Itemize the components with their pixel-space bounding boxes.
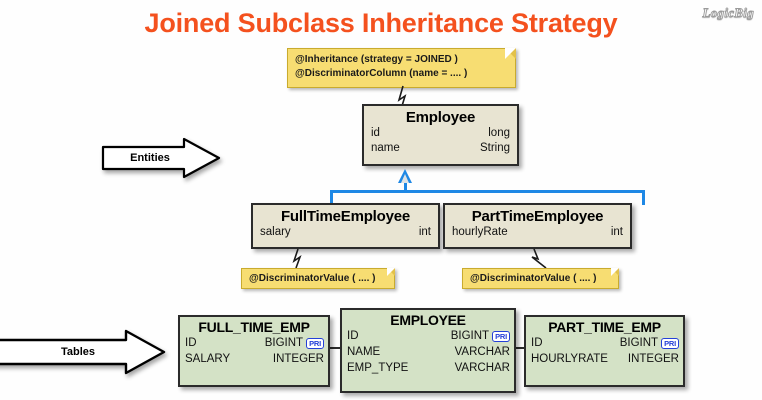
table-connector-left: [328, 347, 342, 349]
annotation-discriminator-value: @DiscriminatorValue ( .... ): [249, 273, 376, 284]
field-type: long: [488, 127, 510, 139]
column-name: ID: [185, 337, 197, 349]
page-title: Joined Subclass Inheritance Strategy: [144, 8, 618, 38]
column-type: BIGINT: [264, 337, 304, 349]
note-inheritance-annotation: @Inheritance (strategy = JOINED ) @Discr…: [287, 48, 516, 88]
field-name: salary: [260, 226, 291, 238]
block-arrow-tables: Tables: [0, 328, 168, 376]
column-name: ID: [531, 337, 543, 349]
table-box-part-time-emp[interactable]: PART_TIME_EMP ID BIGINT PRI HOURLYRATE I…: [524, 315, 685, 387]
entity-name: Employee: [405, 109, 476, 126]
entity-field-row: name String: [364, 141, 517, 156]
entity-box-parttimeemployee[interactable]: PartTimeEmployee hourlyRate int: [443, 203, 632, 249]
note-fold-cut-icon: [611, 268, 619, 276]
entity-name: PartTimeEmployee: [471, 208, 604, 225]
entity-field-row: salary int: [253, 225, 438, 240]
table-name: FULL_TIME_EMP: [198, 319, 310, 335]
note-leader-line-employee: [397, 85, 407, 107]
primary-key-badge: PRI: [306, 337, 324, 349]
table-name: EMPLOYEE: [390, 312, 466, 328]
field-name: id: [371, 127, 380, 139]
table-row: HOURLYRATE INTEGER: [526, 351, 683, 367]
table-name: PART_TIME_EMP: [548, 319, 661, 335]
primary-key-badge: PRI: [492, 330, 510, 342]
entity-box-employee[interactable]: Employee id long name String: [362, 104, 519, 166]
column-type: INTEGER: [627, 353, 679, 365]
inheritance-connector-stem: [404, 183, 407, 192]
note-fold-cut-icon: [505, 48, 516, 59]
column-type: BIGINT: [619, 337, 659, 349]
inheritance-connector-bar: [330, 190, 645, 193]
arrow-shape-icon: [0, 329, 166, 375]
entity-box-fulltimeemployee[interactable]: FullTimeEmployee salary int: [251, 203, 440, 249]
field-type: int: [418, 226, 431, 238]
note-discriminator-value-fulltime: @DiscriminatorValue ( .... ): [241, 268, 395, 289]
field-name: name: [371, 142, 400, 154]
inheritance-connector-left-drop: [330, 190, 333, 205]
inheritance-connector-right-drop: [642, 190, 645, 205]
logicbig-logo: LogicBig: [702, 5, 754, 21]
column-type: VARCHAR: [454, 362, 510, 374]
column-name: ID: [347, 330, 359, 342]
table-box-employee[interactable]: EMPLOYEE ID BIGINT PRI NAME VARCHAR EMP_…: [340, 308, 516, 393]
arrow-label-tables: Tables: [60, 346, 96, 358]
column-name: NAME: [347, 346, 381, 358]
arrow-shape-icon: [101, 137, 221, 179]
note-fold-cut-icon: [387, 268, 395, 276]
primary-key-badge: PRI: [661, 337, 679, 349]
field-type: String: [479, 142, 510, 154]
column-name: SALARY: [185, 353, 231, 365]
table-row: SALARY INTEGER: [180, 351, 328, 367]
table-box-full-time-emp[interactable]: FULL_TIME_EMP ID BIGINT PRI SALARY INTEG…: [178, 315, 330, 387]
table-row: NAME VARCHAR: [342, 344, 514, 360]
note-leader-line-parttime: [531, 248, 547, 269]
column-name: HOURLYRATE: [531, 353, 608, 365]
table-row: ID BIGINT PRI: [342, 328, 514, 344]
arrow-label-entities: Entities: [130, 152, 170, 164]
note-leader-line-fulltime: [292, 248, 302, 269]
entity-name: FullTimeEmployee: [280, 208, 411, 225]
column-type: INTEGER: [272, 353, 324, 365]
field-type: int: [610, 226, 623, 238]
annotation-discriminator-value: @DiscriminatorValue ( .... ): [470, 273, 597, 284]
column-type: BIGINT: [450, 330, 490, 342]
column-name: EMP_TYPE: [347, 362, 409, 374]
note-discriminator-value-parttime: @DiscriminatorValue ( .... ): [462, 268, 619, 289]
table-row: EMP_TYPE VARCHAR: [342, 360, 514, 376]
field-name: hourlyRate: [452, 226, 508, 238]
inheritance-arrowhead-inner-icon: [401, 174, 409, 183]
table-row: ID BIGINT PRI: [526, 335, 683, 351]
column-type: VARCHAR: [454, 346, 510, 358]
annotation-inheritance-line: @Inheritance (strategy = JOINED ): [295, 54, 458, 65]
block-arrow-entities: Entities: [100, 136, 222, 180]
entity-field-row: hourlyRate int: [445, 225, 630, 240]
table-row: ID BIGINT PRI: [180, 335, 328, 351]
annotation-discriminator-column-line: @DiscriminatorColumn (name = .... ): [295, 68, 468, 79]
table-connector-right: [514, 347, 526, 349]
entity-field-row: id long: [364, 126, 517, 141]
